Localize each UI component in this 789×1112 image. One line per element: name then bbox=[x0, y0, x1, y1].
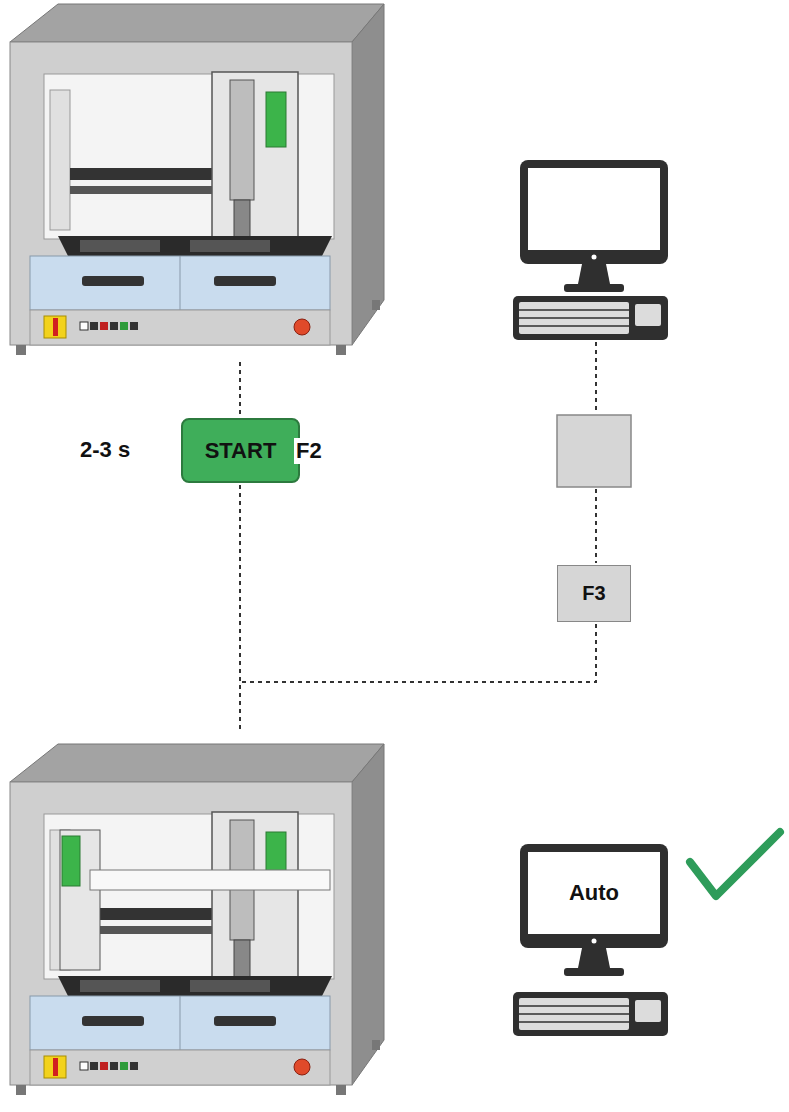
start-button: STARTF2 bbox=[181, 418, 300, 483]
computer-monitor bbox=[520, 160, 668, 292]
time-label: 2-3 s bbox=[80, 437, 130, 463]
key-code: F2 bbox=[294, 438, 324, 464]
blank-key bbox=[557, 415, 631, 487]
machine-illustration bbox=[10, 4, 384, 355]
dashed-flow-line bbox=[240, 342, 596, 730]
key-label: F3 bbox=[582, 582, 605, 605]
machine-illustration bbox=[10, 744, 384, 1095]
keyboard-icon bbox=[513, 992, 668, 1036]
key-label: START bbox=[205, 438, 277, 464]
keyboard-icon bbox=[513, 296, 668, 340]
check-mark bbox=[690, 832, 780, 896]
function-key: F3 bbox=[557, 565, 631, 622]
key-label: Auto bbox=[569, 880, 619, 906]
computer-monitor bbox=[520, 844, 668, 976]
monitor-screen: Auto bbox=[528, 852, 660, 934]
